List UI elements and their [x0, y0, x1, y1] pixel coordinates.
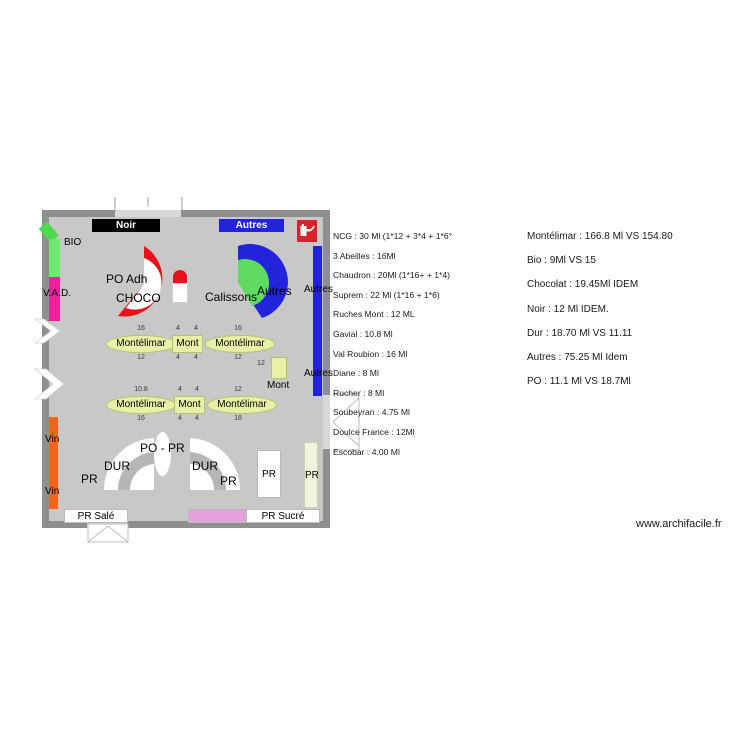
gondola-r1-c3-bottom: 12 — [234, 354, 242, 361]
chip-pr-sucre: PR Sucré — [246, 509, 320, 523]
summary-row: Bio : 9Ml VS 15 — [527, 255, 596, 267]
vin-strip-2 — [49, 461, 58, 509]
pillar-top-red — [173, 270, 187, 284]
label-bio: BIO — [64, 237, 82, 248]
measure-row: Soubeyran : 4.75 Ml — [333, 407, 410, 418]
window-top-symbol — [114, 197, 183, 211]
gondola-r1-c2: Mont — [172, 335, 203, 353]
gondola-r1-c3-top: 16 — [234, 325, 242, 332]
chip-autres-top: Autres — [219, 219, 284, 232]
mont-side-box — [271, 357, 287, 379]
summary-column-right: Montélimar : 166.8 Ml VS 154.80 Bio : 9M… — [527, 231, 673, 400]
window-top — [115, 210, 181, 217]
measure-row: Val Roubion : 16 Ml — [333, 348, 408, 359]
calissons-fan — [238, 244, 288, 318]
gondola-r1-c3: Montélimar — [205, 335, 275, 353]
label-dur-left: DUR — [104, 459, 130, 473]
pr-wall-column: PR — [304, 442, 319, 508]
summary-row: Chocolat : 19.45Ml IDEM — [527, 279, 639, 291]
label-pr-left: PR — [81, 472, 98, 486]
gondola-r1-c2-top-b: 4 — [194, 325, 198, 332]
gondola-r2-c3-bottom: 18 — [234, 415, 242, 422]
chevron-arrow-icon-2 — [34, 368, 65, 400]
chip-noir: Noir — [92, 219, 160, 232]
floor-plan: BIO V.A.D. Vin Vin Noir Autres Autres Au… — [33, 197, 360, 543]
measure-row: NCG : 30 Ml (1*12 + 3*4 + 1*6° — [333, 231, 453, 241]
measure-row: Ruches Mont : 12 ML — [333, 309, 415, 320]
po-adh-fan — [118, 246, 163, 317]
measure-row: Doulce France : 12Ml — [333, 426, 415, 437]
chevron-arrow-icon-1 — [33, 318, 61, 344]
gondola-r1-c2-bottom-a: 4 — [176, 354, 180, 361]
label-choco: CHOCO — [116, 291, 161, 305]
summary-row: Noir : 12 Ml IDEM. — [527, 303, 609, 315]
pr-box: PR — [257, 450, 281, 498]
watermark: www.archifacile.fr — [636, 518, 722, 530]
measure-row: Diane : 8 Ml — [333, 368, 379, 379]
wall-bottom — [42, 521, 330, 528]
measure-row: Suprem : 22 Ml (1*16 + 1*6) — [333, 289, 440, 300]
measure-row: Chaudron : 20Ml (1*16+ + 1*4) — [333, 270, 451, 281]
label-pr-right: PR — [220, 474, 237, 488]
gondola-r2-c2-bottom-b: 4 — [195, 415, 199, 422]
label-mont-side: Mont — [267, 380, 290, 391]
gondola-r2-c2-bottom-a: 4 — [178, 415, 182, 422]
wall-top — [42, 210, 330, 217]
summary-row: Dur : 18.70 Ml VS 11.11 — [527, 327, 633, 339]
label-dur-right: DUR — [192, 459, 218, 473]
autres-strip-right-2 — [313, 306, 322, 396]
door-bottom-swing — [87, 523, 129, 543]
gondola-r2-c1-top: 10.8 — [134, 386, 148, 393]
gondola-r2-c2-top-a: 4 — [178, 386, 182, 393]
measure-row: Escobar : 4.00 Ml — [333, 446, 400, 457]
pr-sucre-color-strip — [188, 509, 246, 523]
gondola-r1-c2-top-a: 4 — [176, 325, 180, 332]
gondola-r1-c1: Montélimar — [106, 335, 176, 353]
label-autres-right-2: Autres — [304, 368, 333, 379]
gondola-r2-c2-top-b: 4 — [195, 386, 199, 393]
gondola-r2-c1: Montélimar — [106, 396, 176, 414]
gondola-r1-c2-bottom-b: 4 — [194, 354, 198, 361]
vad-strip — [49, 277, 60, 321]
gondola-r2-c1-bottom: 16 — [137, 415, 145, 422]
measure-row: Gavial : 10.8 Ml — [333, 328, 393, 339]
pillar-bottom-white — [172, 283, 188, 303]
dur-fan-left — [103, 438, 154, 490]
label-autres-right: Autres — [304, 284, 333, 295]
chip-pr-sale: PR Salé — [64, 509, 128, 523]
autres-strip-right-1 — [313, 246, 322, 306]
po-pr-oval — [154, 432, 171, 476]
gondola-r2-c3: Montélimar — [207, 396, 277, 414]
label-calissons: Calissons — [205, 290, 258, 304]
summary-row: PO : 11.1 Ml VS 18.7Ml — [527, 376, 631, 388]
fire-extinguisher-icon — [297, 220, 317, 242]
label-po-pr: PO - PR — [140, 441, 185, 455]
summary-row: Autres : 75.25 Ml Idem — [527, 351, 628, 363]
summary-row: Montélimar : 166.8 Ml VS 154.80 — [527, 231, 673, 242]
measure-row: 3 Abeilles : 16Ml — [333, 250, 396, 261]
mont-side-num: 12 — [257, 360, 265, 367]
dur-fan-right — [190, 438, 241, 490]
door-right — [323, 395, 330, 449]
vin-strip-1 — [49, 417, 58, 461]
gondola-r2-c3-top: 12 — [234, 386, 242, 393]
gondola-r1-c1-bottom: 12 — [137, 354, 145, 361]
label-autres-mid: Autres — [257, 284, 292, 298]
wall-right — [323, 210, 330, 528]
measurements-column-left: NCG : 30 Ml (1*12 + 3*4 + 1*6° 3 Abeille… — [333, 231, 452, 466]
gondola-r1-c1-top: 16 — [137, 325, 145, 332]
gondola-r2-c2: Mont — [174, 396, 205, 414]
label-vin-1: Vin — [45, 434, 60, 445]
label-vin-2: Vin — [45, 486, 60, 497]
door-right-swing — [332, 393, 360, 451]
bio-strip — [49, 239, 60, 277]
label-po-adh: PO Adh — [106, 272, 148, 286]
measure-row: Rucher : 8 Ml — [333, 387, 385, 398]
label-vad: V.A.D. — [43, 288, 71, 299]
